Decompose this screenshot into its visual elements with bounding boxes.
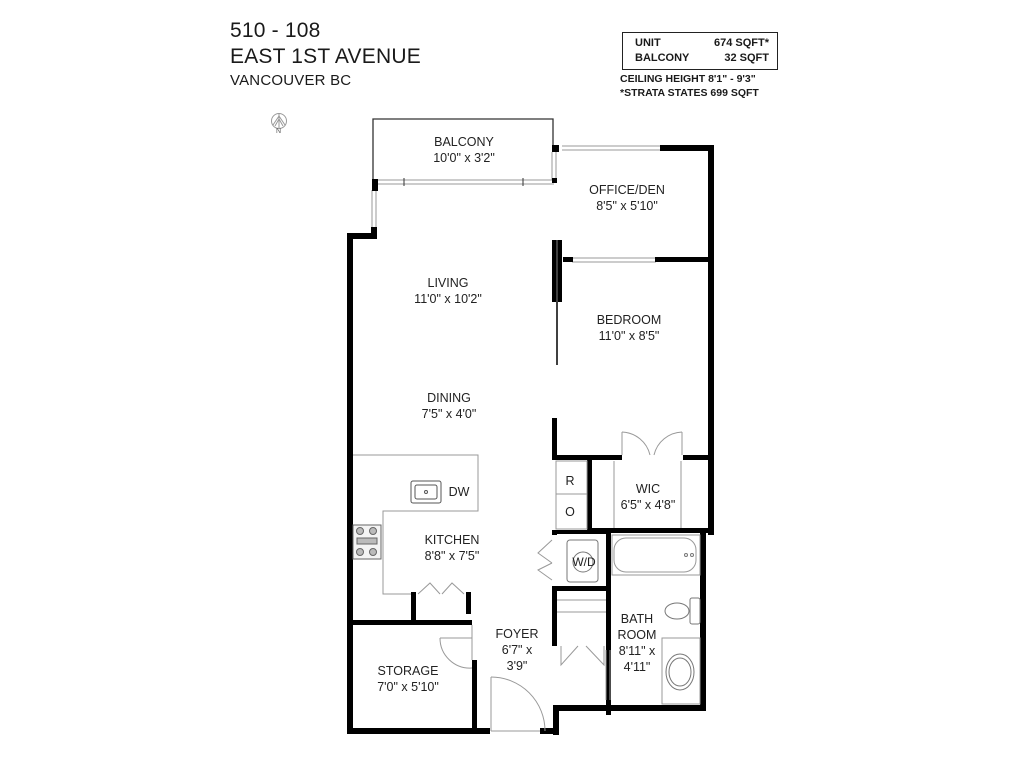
area-row-unit: UNIT 674 SQFT* bbox=[635, 36, 777, 51]
area-summary-box: UNIT 674 SQFT* BALCONY 32 SQFT bbox=[622, 32, 778, 70]
ceiling-height-note: CEILING HEIGHT 8'1" - 9'3" bbox=[620, 73, 756, 85]
room-dims-line2: 4'11" bbox=[623, 660, 651, 674]
unit-number: 510 - 108 bbox=[230, 19, 321, 42]
dishwasher-label: DW bbox=[448, 485, 470, 499]
bath-sink-icon bbox=[665, 653, 695, 691]
room-name-line1: BATH bbox=[620, 612, 654, 626]
door-swings bbox=[417, 240, 683, 732]
room-dims: 11'0" x 8'5" bbox=[598, 329, 660, 343]
room-dims-line2: 3'9" bbox=[506, 659, 528, 673]
room-dims: 8'8" x 7'5" bbox=[424, 549, 480, 563]
street-address: EAST 1ST AVENUE bbox=[230, 45, 421, 68]
balcony-outline bbox=[372, 118, 554, 183]
washer-dryer-label: W/D bbox=[572, 555, 596, 569]
room-name: WIC bbox=[635, 482, 661, 496]
north-arrow-icon: N bbox=[268, 112, 290, 138]
room-name: FOYER bbox=[495, 627, 539, 641]
oven-label: O bbox=[565, 505, 575, 519]
address-block: 510 - 108 EAST 1ST AVENUE VANCOUVER BC bbox=[230, 18, 421, 90]
city: VANCOUVER BC bbox=[230, 72, 352, 89]
area-value: 32 SQFT bbox=[724, 52, 769, 64]
compass-label: N bbox=[276, 128, 282, 135]
tub-faucet-icon bbox=[684, 553, 694, 557]
room-dims: 10'0" x 3'2" bbox=[433, 151, 495, 165]
counters bbox=[353, 454, 701, 705]
room-name: STORAGE bbox=[377, 664, 439, 678]
room-bathroom: BATH ROOM 8'11" x 4'11" bbox=[618, 611, 657, 675]
room-dims: 7'5" x 4'0" bbox=[421, 407, 477, 421]
room-kitchen: KITCHEN 8'8" x 7'5" bbox=[425, 532, 480, 564]
area-label: BALCONY bbox=[635, 52, 690, 64]
plan-notes: CEILING HEIGHT 8'1" - 9'3" *STRATA STATE… bbox=[620, 72, 759, 100]
room-bedroom: BEDROOM 11'0" x 8'5" bbox=[597, 312, 662, 344]
sink-icon bbox=[410, 480, 442, 504]
room-living: LIVING 11'0" x 10'2" bbox=[414, 275, 482, 307]
room-dining: DINING 7'5" x 4'0" bbox=[422, 390, 477, 422]
strata-note: *STRATA STATES 699 SQFT bbox=[620, 87, 759, 99]
room-name: KITCHEN bbox=[424, 533, 480, 547]
washer-dryer-icon bbox=[566, 539, 599, 583]
area-row-balcony: BALCONY 32 SQFT bbox=[635, 51, 777, 66]
stove-icon bbox=[352, 524, 382, 560]
toilet-icon bbox=[664, 597, 701, 625]
room-dims: 8'5" x 5'10" bbox=[596, 199, 658, 213]
room-name: BEDROOM bbox=[596, 313, 662, 327]
room-dims: 6'5" x 4'8" bbox=[620, 498, 676, 512]
room-dims: 7'0" x 5'10" bbox=[377, 680, 439, 694]
room-name: BALCONY bbox=[434, 135, 494, 149]
room-name: LIVING bbox=[427, 276, 469, 290]
room-dims-line1: 8'11" x bbox=[618, 644, 656, 658]
room-office-den: OFFICE/DEN 8'5" x 5'10" bbox=[589, 182, 665, 214]
fridge-label: R bbox=[565, 474, 575, 488]
walls bbox=[347, 145, 714, 735]
balcony-glazing bbox=[371, 145, 660, 263]
room-dims-line1: 6'7" x bbox=[501, 643, 533, 657]
area-label: UNIT bbox=[635, 37, 661, 49]
room-name: DINING bbox=[427, 391, 471, 405]
room-dims: 11'0" x 10'2" bbox=[414, 292, 482, 306]
room-storage: STORAGE 7'0" x 5'10" bbox=[377, 663, 439, 695]
room-name: OFFICE/DEN bbox=[589, 183, 665, 197]
room-balcony: BALCONY 10'0" x 3'2" bbox=[433, 134, 495, 166]
room-wic: WIC 6'5" x 4'8" bbox=[621, 481, 676, 513]
area-value: 674 SQFT* bbox=[713, 37, 769, 49]
room-name-line2: ROOM bbox=[617, 628, 657, 642]
room-foyer: FOYER 6'7" x 3'9" bbox=[495, 626, 538, 674]
